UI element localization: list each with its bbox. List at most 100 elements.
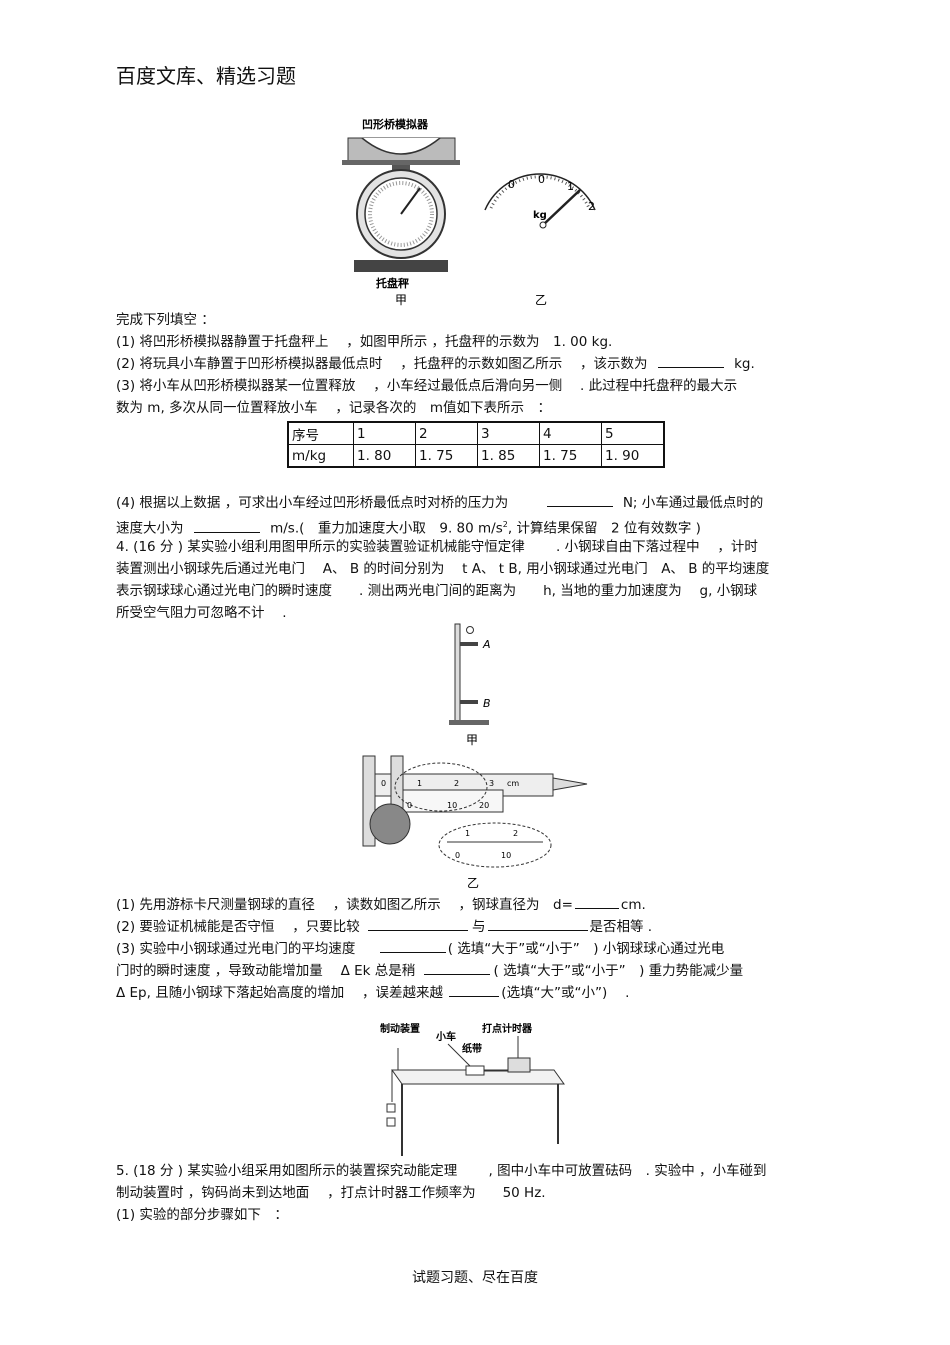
- q3-part4-line2: 速度大小为 m/s.( 重力加速度大小取 9. 80 m/s2, 计算结果保留 …: [116, 514, 701, 540]
- dial-tick-label: 1: [567, 180, 574, 193]
- q4-step2-text3: 是否相等 .: [589, 919, 653, 935]
- zoom-tick-label: 2: [513, 829, 518, 838]
- q3-part3-line2: 数为 m, 多次从同一位置释放小车 ，记录各次的 m值如下表所示 ：: [116, 400, 551, 416]
- vernier-tick-label: 0: [407, 801, 412, 810]
- q4-step3-line1: (3) 实验中小钢球通过光电门的平均速度 ( 选填“大于”或“小于” ) 小钢球…: [116, 938, 724, 960]
- scale-base: [354, 260, 448, 272]
- q3-part2-text: (2) 将玩具小车静置于凹形桥模拟器最低点时 ，托盘秤的示数如图乙所示 ，该示数…: [116, 356, 648, 372]
- q4-step3-text6: (选填“大”或“小”) .: [501, 985, 630, 1001]
- fig-a-caption: 甲: [466, 733, 478, 747]
- q3-part4-text2: N; 小车通过最低点时的: [622, 495, 764, 511]
- table-header-row: 序号 1 2 3 4 5: [287, 421, 665, 445]
- main-tick-label: 0: [381, 779, 386, 788]
- table-cell: 1. 85: [477, 444, 540, 468]
- fig1-label-top: 凹形桥模拟器: [362, 117, 429, 131]
- fig-b-caption: 乙: [467, 876, 479, 890]
- dial-tick-label: 2: [588, 200, 595, 213]
- figure-photogate-stand: A B 甲: [449, 623, 491, 747]
- answer-blank[interactable]: [368, 916, 469, 931]
- q3-part4-line1: (4) 根据以上数据 ，可求出小车经过凹形桥最低点时对桥的压力为 N; 小车通过…: [116, 492, 763, 514]
- table-cell: 1: [353, 421, 416, 445]
- answer-blank[interactable]: [193, 518, 260, 533]
- answer-blank[interactable]: [574, 894, 619, 909]
- gate-a-label: A: [482, 638, 491, 651]
- zoom-tick-label: 1: [465, 829, 470, 838]
- table-cell: 2: [415, 421, 478, 445]
- zoom-tick-label: 10: [501, 851, 511, 860]
- answer-blank[interactable]: [449, 982, 500, 997]
- table-cell: 3: [477, 421, 540, 445]
- scale-needle: [400, 187, 421, 215]
- main-tick-label: 3: [489, 779, 494, 788]
- dial-tick-label: 0: [538, 173, 545, 186]
- q3-part4-text3: 速度大小为: [116, 520, 184, 537]
- main-tick-label: 1: [417, 779, 422, 788]
- superscript: 2: [502, 520, 508, 529]
- q3-part1: (1) 将凹形桥模拟器静置于托盘秤上 ，如图甲所示 ，托盘秤的示数为 1. 00…: [116, 334, 613, 350]
- q3-part4-text5: , 计算结果保留 2 位有效数字 ): [507, 520, 701, 537]
- fig1-caption-b: 乙: [535, 293, 547, 307]
- label-car: 小车: [435, 1030, 456, 1043]
- table-cell: 1. 90: [601, 444, 665, 468]
- answer-blank[interactable]: [487, 916, 588, 931]
- q4-step2: (2) 要验证机械能是否守恒 ，只要比较 与 是否相等 .: [116, 916, 652, 938]
- q4-step3-text4: ( 选填“大于”或“小于” ) 重力势能减少量: [493, 963, 744, 979]
- figure-cart-setup: 制动装置 小车 纸带 打点计时器: [380, 1022, 565, 1156]
- q3-part4-text: (4) 根据以上数据 ，可求出小车经过凹形桥最低点时对桥的压力为: [116, 495, 509, 511]
- answer-blank[interactable]: [423, 960, 490, 975]
- page-header: 百度文库、精选习题: [116, 64, 296, 88]
- dial-reading: 0 0 1 2 kg 乙: [484, 173, 596, 307]
- table-cell: 4: [539, 421, 602, 445]
- vernier-tick-label: 20: [479, 801, 489, 810]
- figure-scale: 凹形桥模拟器 托盘秤 甲 0 0 1 2 kg 乙: [342, 117, 596, 307]
- main-unit: cm: [507, 779, 519, 788]
- gate-b-label: B: [483, 697, 491, 710]
- q4-step3-line2: 门时的瞬时速度 ，导致动能增加量 Δ Ek 总是稍 ( 选填“大于”或“小于” …: [116, 960, 743, 982]
- table-cell: 1. 75: [415, 444, 478, 468]
- q4-step3-text5: Δ Ep, 且随小钢球下落起始高度的增加 ，误差越来越: [116, 985, 443, 1001]
- q4-step1-unit: cm.: [620, 897, 646, 913]
- q5-line3: (1) 实验的部分步骤如下 ：: [116, 1207, 288, 1223]
- q4-step1-text: (1) 先用游标卡尺测量钢球的直径 ，读数如图乙所示 ，钢球直径为 d=: [116, 897, 573, 913]
- q4-line3: 表示钢球球心通过光电门的瞬时速度 . 测出两光电门间的距离为 h, 当地的重力加…: [116, 583, 758, 599]
- q4-step2-text2: 与: [472, 919, 486, 935]
- figure-vernier-caliper: 0 1 2 3 cm 0 10 20 1 2 0 10 乙: [362, 755, 588, 890]
- q4-step1: (1) 先用游标卡尺测量钢球的直径 ，读数如图乙所示 ，钢球直径为 d= cm.: [116, 894, 646, 916]
- q3-part2: (2) 将玩具小车静置于凹形桥模拟器最低点时 ，托盘秤的示数如图乙所示 ，该示数…: [116, 353, 755, 375]
- q5-line2: 制动装置时 ，钩码尚未到达地面 ，打点计时器工作频率为 50 Hz.: [116, 1185, 546, 1201]
- q4-step3-line3: Δ Ep, 且随小钢球下落起始高度的增加 ，误差越来越 (选填“大”或“小”) …: [116, 982, 629, 1004]
- label-timer: 打点计时器: [482, 1022, 533, 1035]
- fig1-label-bottom: 托盘秤: [376, 276, 409, 290]
- table-cell: 5: [601, 421, 665, 445]
- mass-table: 序号 1 2 3 4 5 m/kg 1. 80 1. 75 1. 85 1. 7…: [287, 421, 665, 468]
- q4-step3-text2: ( 选填“大于”或“小于” ) 小钢球球心通过光电: [447, 941, 725, 957]
- dial-unit: kg: [533, 210, 547, 221]
- q4-line1: 4. (16 分 ) 某实验小组利用图甲所示的实验装置验证机械能守恒定律 . 小…: [116, 539, 758, 555]
- q4-line4: 所受空气阻力可忽略不计 .: [116, 605, 287, 621]
- table-cell: 序号: [287, 421, 354, 445]
- dial-needle: [542, 189, 581, 226]
- table-cell: 1. 75: [539, 444, 602, 468]
- q4-line2: 装置测出小钢球先后通过光电门 A、 B 的时间分别为 t A、 t B, 用小钢…: [116, 561, 770, 577]
- answer-blank[interactable]: [379, 938, 446, 953]
- q3-part4-text4: m/s.( 重力加速度大小取 9. 80 m/s: [270, 520, 503, 537]
- page-footer: 试题习题、尽在百度: [412, 1270, 538, 1286]
- table-cell: m/kg: [287, 444, 354, 468]
- steel-ball: [369, 803, 411, 845]
- q3-intro: 完成下列填空 ：: [116, 312, 215, 328]
- q3-part3-line1: (3) 将小车从凹形桥模拟器某一位置释放 ，小车经过最低点后滑向另一侧 . 此过…: [116, 378, 738, 394]
- zoom-tick-label: 0: [455, 851, 460, 860]
- q4-step3-text: (3) 实验中小钢球通过光电门的平均速度: [116, 941, 356, 957]
- q3-part2-unit: kg.: [734, 356, 755, 372]
- fig1-caption-a: 甲: [395, 293, 407, 307]
- answer-blank[interactable]: [657, 353, 724, 368]
- q4-step2-text: (2) 要验证机械能是否守恒 ，只要比较: [116, 919, 360, 935]
- answer-blank[interactable]: [546, 492, 613, 507]
- vernier-tick-label: 10: [447, 801, 457, 810]
- main-tick-label: 2: [454, 779, 459, 788]
- dial-tick-label: 0: [508, 178, 515, 191]
- q5-line1: 5. (18 分 ) 某实验小组采用如图所示的装置探究动能定理 , 图中小车中可…: [116, 1163, 767, 1179]
- table-row: m/kg 1. 80 1. 75 1. 85 1. 75 1. 90: [287, 444, 665, 468]
- label-tape: 纸带: [462, 1042, 482, 1055]
- q4-step3-text3: 门时的瞬时速度 ，导致动能增加量 Δ Ek 总是稍: [116, 963, 416, 979]
